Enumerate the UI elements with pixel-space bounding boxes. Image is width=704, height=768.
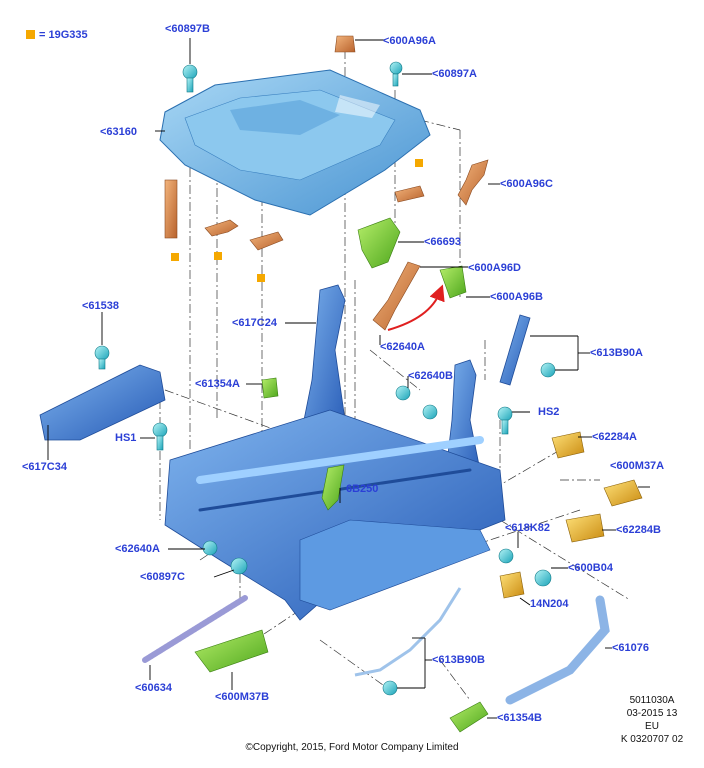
link-613B90B bbox=[354, 587, 462, 677]
callout-613B90A[interactable]: <613B90A bbox=[590, 347, 643, 359]
callout-600M37B[interactable]: <600M37B bbox=[215, 691, 270, 703]
callout-613B90B[interactable]: <613B90B bbox=[432, 654, 485, 666]
callout-HS2[interactable]: HS2 bbox=[538, 406, 560, 418]
callout-62284A[interactable]: <62284A bbox=[592, 431, 637, 443]
callout-6B250[interactable]: 6B250 bbox=[346, 483, 379, 495]
callout-62640A-lower[interactable]: <62640A bbox=[115, 543, 160, 555]
link-613B90A bbox=[499, 314, 531, 386]
callout-61076[interactable]: <61076 bbox=[612, 642, 650, 654]
reference-code: 5011030A bbox=[629, 695, 675, 706]
callout-61538[interactable]: <61538 bbox=[82, 300, 120, 312]
reference-block: 5011030A 03-2015 13 EU K 0320707 02 bbox=[604, 694, 700, 746]
callout-62640A-upper[interactable]: <62640A bbox=[380, 341, 425, 353]
strap-600A96C bbox=[457, 159, 489, 206]
legend-symbol bbox=[26, 30, 35, 39]
callout-61354B[interactable]: <61354B bbox=[497, 712, 542, 724]
callout-61354A[interactable]: <61354A bbox=[195, 378, 240, 390]
callout-62284B[interactable]: <62284B bbox=[616, 524, 661, 536]
callout-60897B[interactable]: <60897B bbox=[165, 23, 210, 35]
callout-617C24[interactable]: <617C24 bbox=[232, 317, 277, 329]
seat-cushion-pan bbox=[159, 69, 431, 216]
callout-600B04[interactable]: <600B04 bbox=[568, 562, 613, 574]
callout-60897C[interactable]: <60897C bbox=[140, 571, 185, 583]
side-shield-617C34 bbox=[39, 364, 166, 441]
green-parts bbox=[194, 217, 489, 733]
legend: = 19G335 bbox=[26, 29, 88, 41]
callout-60634[interactable]: <60634 bbox=[135, 682, 173, 694]
copyright-notice: ©Copyright, 2015, Ford Motor Company Lim… bbox=[245, 742, 459, 753]
reference-region: EU bbox=[645, 721, 659, 732]
callout-618K82[interactable]: <618K82 bbox=[505, 522, 550, 534]
orange-brackets-19G335 bbox=[164, 159, 425, 282]
cap-600A96A bbox=[334, 35, 356, 53]
callout-600A96A[interactable]: <600A96A bbox=[383, 35, 436, 47]
red-arrow bbox=[387, 284, 445, 331]
rod-61076 bbox=[505, 595, 610, 705]
fasteners bbox=[94, 61, 556, 696]
callout-60897A[interactable]: <60897A bbox=[432, 68, 477, 80]
callout-600A96C[interactable]: <600A96C bbox=[500, 178, 553, 190]
callout-66693[interactable]: <66693 bbox=[424, 236, 462, 248]
leader-lines bbox=[47, 38, 650, 719]
callout-14N204[interactable]: 14N204 bbox=[530, 598, 569, 610]
spring-60634 bbox=[142, 595, 248, 663]
strap-600A96D bbox=[372, 261, 421, 331]
reference-number: K 0320707 02 bbox=[620, 734, 684, 745]
reference-date: 03-2015 13 bbox=[626, 708, 678, 719]
callout-617C34[interactable]: <617C34 bbox=[22, 461, 67, 473]
callout-600A96B[interactable]: <600A96B bbox=[490, 291, 543, 303]
callout-600M37A[interactable]: <600M37A bbox=[610, 460, 665, 472]
legend-text: = 19G335 bbox=[39, 29, 88, 41]
callout-HS1[interactable]: HS1 bbox=[115, 432, 137, 444]
yellow-parts bbox=[499, 431, 643, 599]
callout-62640B[interactable]: <62640B bbox=[408, 370, 453, 382]
callout-600A96D[interactable]: <600A96D bbox=[468, 262, 521, 274]
callout-63160[interactable]: <63160 bbox=[100, 126, 138, 138]
seat-frame-617C24 bbox=[164, 284, 506, 621]
